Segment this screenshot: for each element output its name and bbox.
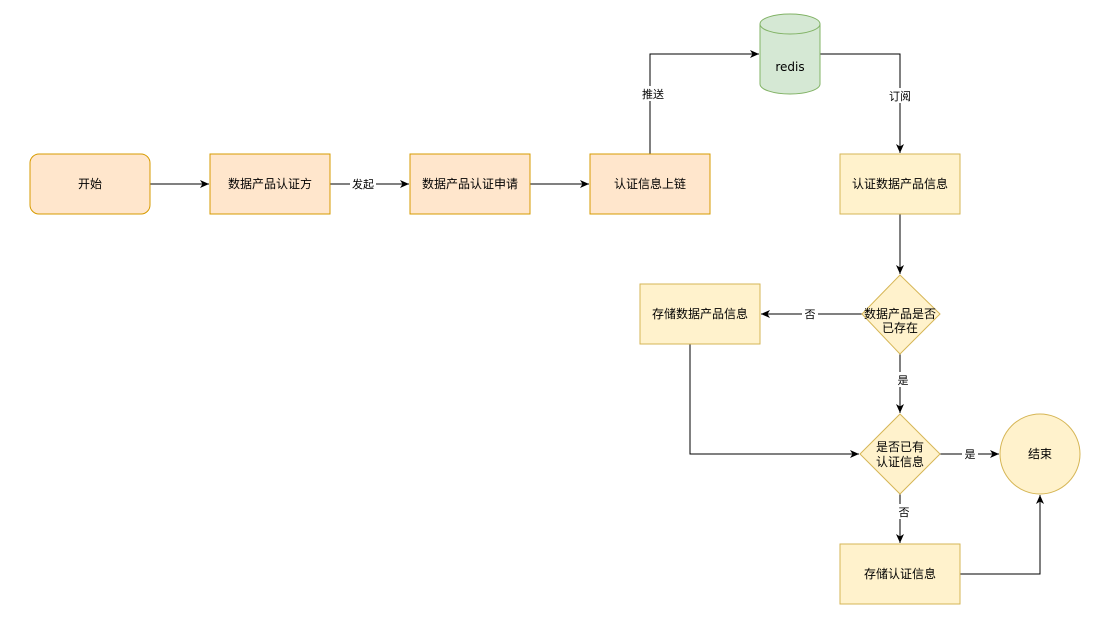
- redis-label: redis: [775, 60, 804, 74]
- certify-info-label: 认证数据产品信息: [852, 176, 948, 191]
- decision-exists-line2: 已存在: [882, 321, 918, 335]
- certifier-label: 数据产品认证方: [228, 176, 312, 191]
- edge-store-cert-to-end: [960, 495, 1044, 575]
- decision-exists-line1: 数据产品是否: [864, 306, 936, 321]
- certify-info-node[interactable]: 认证数据产品信息: [839, 153, 961, 215]
- decision-cert-line2: 认证信息: [876, 454, 924, 469]
- onchain-node[interactable]: 认证信息上链: [589, 153, 711, 215]
- decision-cert-node[interactable]: 是否已有 认证信息: [859, 413, 941, 495]
- edge-onchain-to-redis: [649, 50, 759, 154]
- edges: [150, 50, 1044, 575]
- edge-label-initiate: 发起: [352, 177, 374, 191]
- start-label: 开始: [78, 177, 102, 191]
- edge-label-cert-yes: 是: [965, 448, 976, 461]
- edge-store-product-to-decision-cert: [689, 344, 859, 458]
- end-label: 结束: [1028, 447, 1052, 461]
- decision-exists-node[interactable]: 数据产品是否 已存在: [861, 274, 941, 355]
- start-node[interactable]: 开始: [29, 153, 151, 215]
- store-product-node[interactable]: 存储数据产品信息: [639, 283, 761, 345]
- edge-redis-to-certify-info: [820, 53, 904, 153]
- store-cert-label: 存储认证信息: [864, 566, 936, 581]
- certifier-node[interactable]: 数据产品认证方: [209, 153, 331, 215]
- edge-label-subscribe: 订阅: [889, 90, 911, 103]
- decision-cert-line1: 是否已有: [876, 440, 924, 454]
- store-cert-node[interactable]: 存储认证信息: [839, 543, 961, 605]
- end-node[interactable]: 结束: [999, 413, 1081, 495]
- onchain-label: 认证信息上链: [614, 176, 686, 191]
- edge-label-exists-no: 否: [805, 308, 816, 321]
- edge-label-push: 推送: [642, 87, 664, 101]
- store-product-label: 存储数据产品信息: [652, 306, 748, 321]
- edge-label-exists-yes: 是: [898, 374, 909, 387]
- edge-labels: 发起 推送 订阅 否 是 是 否: [350, 86, 978, 519]
- redis-node[interactable]: redis: [759, 13, 821, 95]
- edge-label-cert-no: 否: [899, 506, 910, 519]
- application-label: 数据产品认证申请: [422, 176, 518, 191]
- application-node[interactable]: 数据产品认证申请: [409, 153, 531, 215]
